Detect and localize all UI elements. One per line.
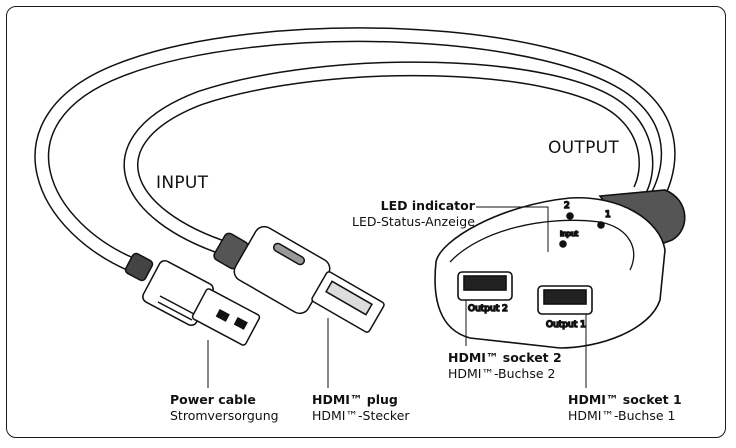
splitter-body: 2 1 Input Output 2 Output 1 [434, 189, 686, 349]
diagram-frame [6, 6, 726, 438]
hdmi-socket-2-label: HDMI™ socket 2 HDMI™-Buchse 2 [448, 350, 562, 381]
hdmi-plug-label: HDMI™ plug HDMI™-Stecker [312, 392, 410, 423]
leader-lines [207, 206, 587, 388]
usb-power-plug [124, 252, 261, 346]
output-2-label: Output 2 [468, 304, 508, 314]
power-cable-label: Power cable Stromversorgung [170, 392, 279, 423]
output-heading: OUTPUT [548, 138, 620, 158]
hdmi-socket-1-label: HDMI™ socket 1 HDMI™-Buchse 1 [568, 392, 682, 423]
led-mark-input: Input [560, 230, 578, 238]
output-1-label: Output 1 [546, 320, 586, 330]
hdmi-plug [213, 225, 385, 333]
cable-loops [34, 27, 676, 276]
input-heading: INPUT [156, 173, 209, 193]
led-mark-2: 2 [564, 201, 570, 211]
led-indicator-label: LED indicator LED-Status-Anzeige [352, 198, 475, 229]
led-mark-1: 1 [605, 210, 611, 220]
